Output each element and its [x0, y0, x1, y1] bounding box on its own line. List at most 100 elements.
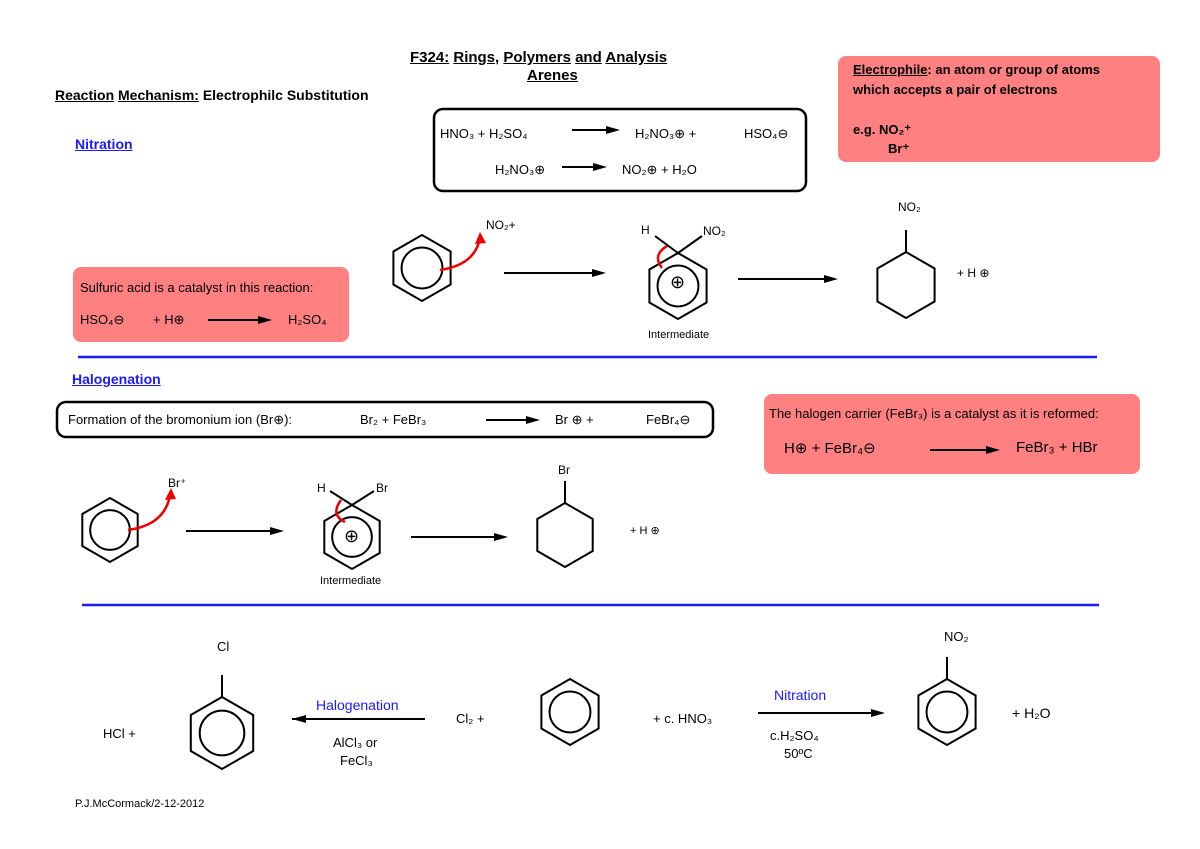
- equation-text: FeBr₃ + HBr: [1016, 439, 1098, 456]
- positive-charge-icon: ⊕: [670, 272, 686, 292]
- benzene-ring: [648, 251, 708, 321]
- byproduct-label: + H ⊕: [957, 266, 990, 280]
- equation-text: H⊕ + FeBr₄⊖: [784, 440, 876, 457]
- aromatic-circle: [548, 690, 592, 734]
- curly-arrow-head: [475, 232, 486, 244]
- curly-arrow-icon: [127, 494, 172, 532]
- reagent-label: Cl₂ +: [456, 711, 485, 726]
- atom-label: H: [641, 223, 650, 237]
- catalyst-note-box: [73, 267, 349, 342]
- formation-label: Formation of the bromonium ion (Br⊕):: [68, 412, 293, 427]
- aromatic-circle: [331, 516, 373, 558]
- benzene-ring: [876, 250, 936, 320]
- product-label: HCl +: [103, 726, 136, 741]
- benzene-ring: [323, 503, 381, 571]
- equation-text: FeBr₄⊖: [646, 412, 691, 427]
- c-no2-bond: [677, 235, 703, 254]
- footer-author: P.J.McCormack/2-12-2012: [75, 798, 205, 810]
- reaction-arrow-head: [986, 446, 1000, 454]
- benzene-ring: [917, 677, 977, 747]
- nitration-heading: Nitration: [75, 136, 133, 152]
- product-label: + H₂O: [1012, 705, 1051, 721]
- reaction-arrow-head: [824, 275, 838, 283]
- reaction-arrow-head: [292, 715, 306, 723]
- equation-text: H₂NO₃⊕ +: [635, 126, 697, 141]
- equation-text: Br₂ + FeBr₃: [360, 412, 427, 427]
- equation-box: [55, 400, 715, 439]
- byproduct-label: + H ⊕: [630, 525, 660, 537]
- reaction-arrow-head: [606, 126, 620, 134]
- benzene-ring: [536, 501, 594, 569]
- curly-arrow-icon: [335, 499, 346, 524]
- atom-label: NO₂: [944, 629, 969, 644]
- atom-label: Br: [558, 463, 570, 477]
- reaction-arrow-head: [871, 709, 885, 717]
- equation-text: HSO₄⊖: [80, 312, 125, 327]
- catalyst-note: Sulfuric acid is a catalyst in this reac…: [80, 280, 314, 295]
- aromatic-circle: [198, 709, 246, 757]
- mechanism-label: Mechanism:: [118, 87, 199, 103]
- aromatic-circle: [400, 246, 444, 290]
- atom-label: NO₂: [703, 224, 726, 238]
- carrier-note: The halogen carrier (FeBr₃) is a catalys…: [769, 406, 1099, 421]
- equation-text: HSO₄⊖: [744, 126, 789, 141]
- title-word: and: [575, 49, 602, 66]
- nitration-label: Nitration: [774, 687, 827, 703]
- benzene-ring: [189, 695, 255, 771]
- atom-label: NO₂: [898, 200, 921, 214]
- positive-charge-icon: ⊕: [344, 526, 360, 546]
- halogenation-heading: Halogenation: [72, 371, 161, 387]
- equation-text: Br ⊕ +: [555, 412, 594, 427]
- reaction-arrow-head: [593, 163, 607, 171]
- c-h-bond: [654, 235, 679, 254]
- electrophile-definition-2: which accepts a pair of electrons: [853, 82, 1058, 97]
- aromatic-circle: [89, 509, 131, 551]
- curly-arrow-icon: [439, 237, 482, 272]
- equation-text: HNO₃ + H₂SO₄: [440, 126, 528, 141]
- mechanism-heading: Reaction Mechanism: Electrophilc Substit…: [55, 87, 369, 103]
- mechanism-label: Reaction: [55, 87, 115, 103]
- aromatic-circle: [925, 690, 969, 734]
- equation-box: [432, 107, 808, 193]
- page-subtitle: Arenes: [527, 67, 578, 84]
- atom-label: Cl: [217, 639, 230, 654]
- page-title: F324: Rings, Polymers and Analysis: [410, 49, 667, 66]
- reaction-arrow-head: [494, 533, 508, 541]
- title-word: F324:: [410, 49, 450, 66]
- condition-label: AlCl₃ or: [333, 735, 378, 750]
- reaction-arrow-head: [270, 527, 284, 535]
- benzene-ring: [540, 677, 600, 747]
- benzene-ring: [392, 233, 452, 303]
- electrophile-label: Br⁺: [168, 476, 187, 490]
- electrophile-label: NO₂+: [486, 218, 516, 232]
- mechanism-value: Electrophilc Substitution: [202, 87, 369, 103]
- electrophile-definition: : an atom or group of atoms: [927, 62, 1101, 77]
- c-h-bond: [329, 490, 353, 506]
- electrophile-term: Electrophile: [853, 62, 928, 77]
- reaction-arrow-head: [592, 269, 606, 277]
- intermediate-label: Intermediate: [320, 575, 382, 587]
- reaction-arrow-head: [258, 316, 272, 324]
- atom-label: Br: [376, 481, 388, 495]
- c-br-bond: [351, 490, 375, 506]
- curly-arrow-head: [165, 488, 176, 500]
- benzene-ring: [81, 496, 139, 564]
- electrophile-example-br: Br⁺: [888, 141, 910, 156]
- halogen-carrier-box: [764, 394, 1140, 474]
- reagent-label: + c. HNO₃: [653, 711, 713, 726]
- equation-text: H₂NO₃⊕: [495, 162, 546, 177]
- title-word: Rings,: [453, 49, 500, 66]
- condition-label: 50ºC: [784, 746, 813, 761]
- curly-arrow-icon: [656, 244, 668, 269]
- equation-text: + H⊕: [153, 312, 185, 327]
- equation-text: NO₂⊕ + H₂O: [622, 162, 697, 177]
- title-word: Analysis: [605, 49, 668, 66]
- condition-label: c.H₂SO₄: [770, 728, 819, 743]
- halogenation-label: Halogenation: [316, 697, 399, 713]
- aromatic-circle: [656, 264, 700, 308]
- title-word: Polymers: [503, 49, 571, 66]
- electrophile-example: e.g. NO₂⁺: [853, 122, 912, 137]
- intermediate-label: Intermediate: [648, 329, 710, 341]
